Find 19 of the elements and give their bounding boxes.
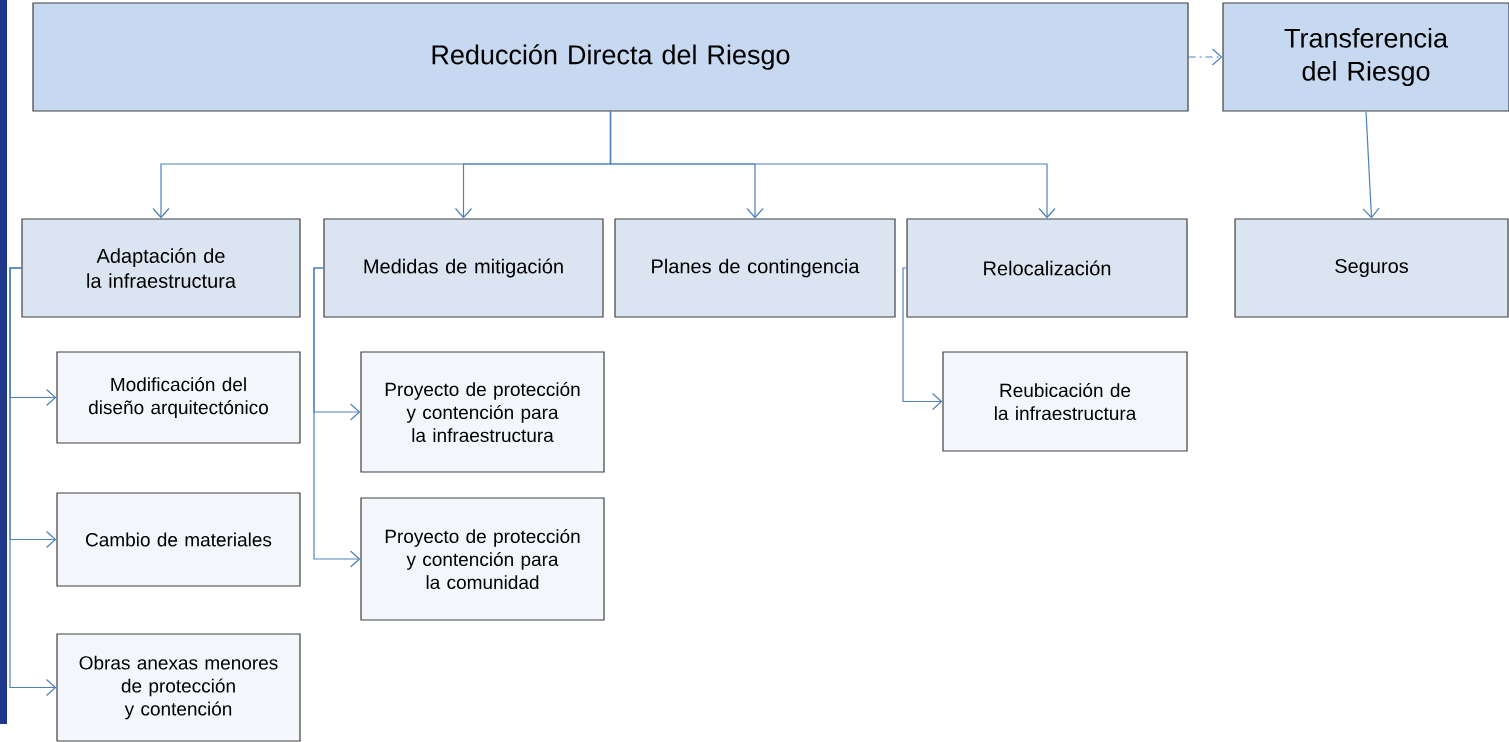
measure-box: Adaptación de la infraestructura xyxy=(21,218,301,318)
arrow xyxy=(313,267,361,568)
action-box: Modificación del diseño arquitectónico xyxy=(56,351,301,444)
measure-box: Planes de contingencia xyxy=(614,218,896,318)
arrow xyxy=(609,111,1056,219)
measure-box: Medidas de mitigación xyxy=(323,218,604,318)
category-box: Reducción Directa del Riesgo xyxy=(32,2,1189,112)
action-box: Proyecto de protección y contención para la infraestructura xyxy=(360,351,605,473)
measure-box: Relocalización xyxy=(906,218,1188,318)
category-box: Transferencia del Riesgo xyxy=(1222,2,1509,112)
arrow xyxy=(902,267,943,411)
action-box: Obras anexas menores de protección y contención xyxy=(56,633,301,742)
action-box: Cambio de materiales xyxy=(56,492,301,587)
measure-box: Seguros xyxy=(1234,218,1509,318)
arrow xyxy=(1188,48,1223,66)
action-box: Proyecto de protección y contención para la comunidad xyxy=(360,497,605,621)
arrow xyxy=(9,267,57,697)
arrow xyxy=(1362,111,1380,219)
action-box: Reubicación de la infraestructura xyxy=(942,351,1188,452)
